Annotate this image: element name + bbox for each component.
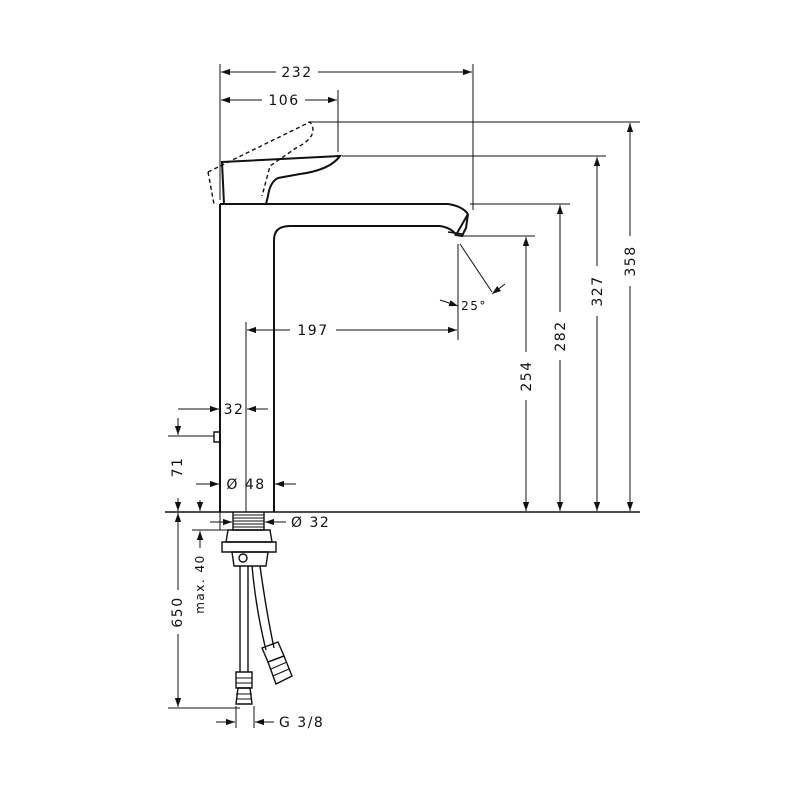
label-width-handle: 106 [268,93,299,109]
label-hose-length: 650 [170,596,186,627]
label-max-counter: max. 40 [193,554,207,614]
dimension-lines [174,68,634,726]
label-width-total: 232 [281,65,312,81]
label-swivel-angle: 25° [461,299,487,313]
faucet-outline [165,121,640,705]
label-connection: G 3/8 [279,715,324,731]
extension-lines [168,64,640,728]
label-spout-reach: 197 [297,323,328,339]
label-height-total: 358 [623,245,639,276]
label-height-spout: 282 [553,320,569,351]
dimension-labels: 232 106 358 327 282 254 197 25° 32 Ø 48 … [170,65,639,731]
label-height-outlet: 254 [519,360,535,391]
thread-hatching [233,514,264,528]
label-body-offset: 32 [224,402,245,418]
label-height-lever: 71 [170,457,186,478]
label-diameter-body: Ø 48 [226,477,265,493]
label-diameter-tail: Ø 32 [291,515,330,531]
label-height-handle: 327 [590,275,606,306]
